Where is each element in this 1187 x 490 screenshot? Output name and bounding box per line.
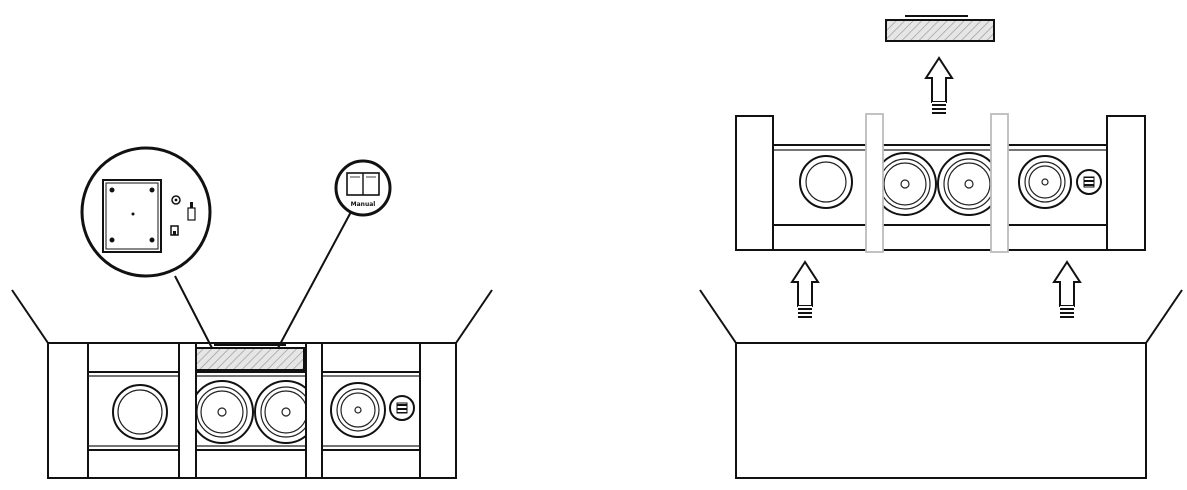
lift-arrow-top-icon (924, 56, 954, 116)
manual-label: Manual (351, 201, 376, 208)
foam-separator-right-2 (990, 113, 1009, 253)
unit-body-right (773, 144, 1107, 251)
foam-separator-left-1 (178, 342, 197, 479)
left-panel: Manual (11, 146, 493, 479)
accessory-package-right (885, 15, 995, 42)
box-flaps-left (11, 289, 493, 344)
book-icon (346, 172, 380, 196)
box-flaps-right (699, 289, 1183, 344)
accessory-package-left (195, 347, 305, 371)
foam-end-block-left (47, 342, 89, 479)
shipping-box-right (735, 342, 1147, 479)
roller-right-3 (1018, 155, 1072, 209)
screw-icon (187, 202, 196, 221)
knob-left (389, 395, 415, 421)
foam-end-block-right-right (1106, 115, 1146, 251)
foam-end-block-right (419, 342, 457, 479)
roller-left-3 (330, 382, 386, 438)
roller-left-large (112, 384, 168, 440)
foam-separator-right-1 (865, 113, 884, 253)
callout-parts (80, 146, 212, 278)
callout-leader-manual (277, 209, 353, 349)
callout-manual: Manual (334, 159, 392, 217)
right-panel (699, 15, 1183, 479)
foam-separator-left-2 (305, 342, 323, 479)
foam-end-block-right-left (735, 115, 774, 251)
bracket-icon (170, 225, 179, 236)
lift-arrow-left-icon (790, 260, 820, 320)
unit-body-left (88, 342, 420, 479)
callout-leader-parts (174, 275, 213, 349)
roller-left-1 (190, 380, 254, 444)
lift-arrow-right-icon (1052, 260, 1082, 320)
roller-right-large (799, 155, 853, 209)
knob-right (1076, 169, 1102, 195)
